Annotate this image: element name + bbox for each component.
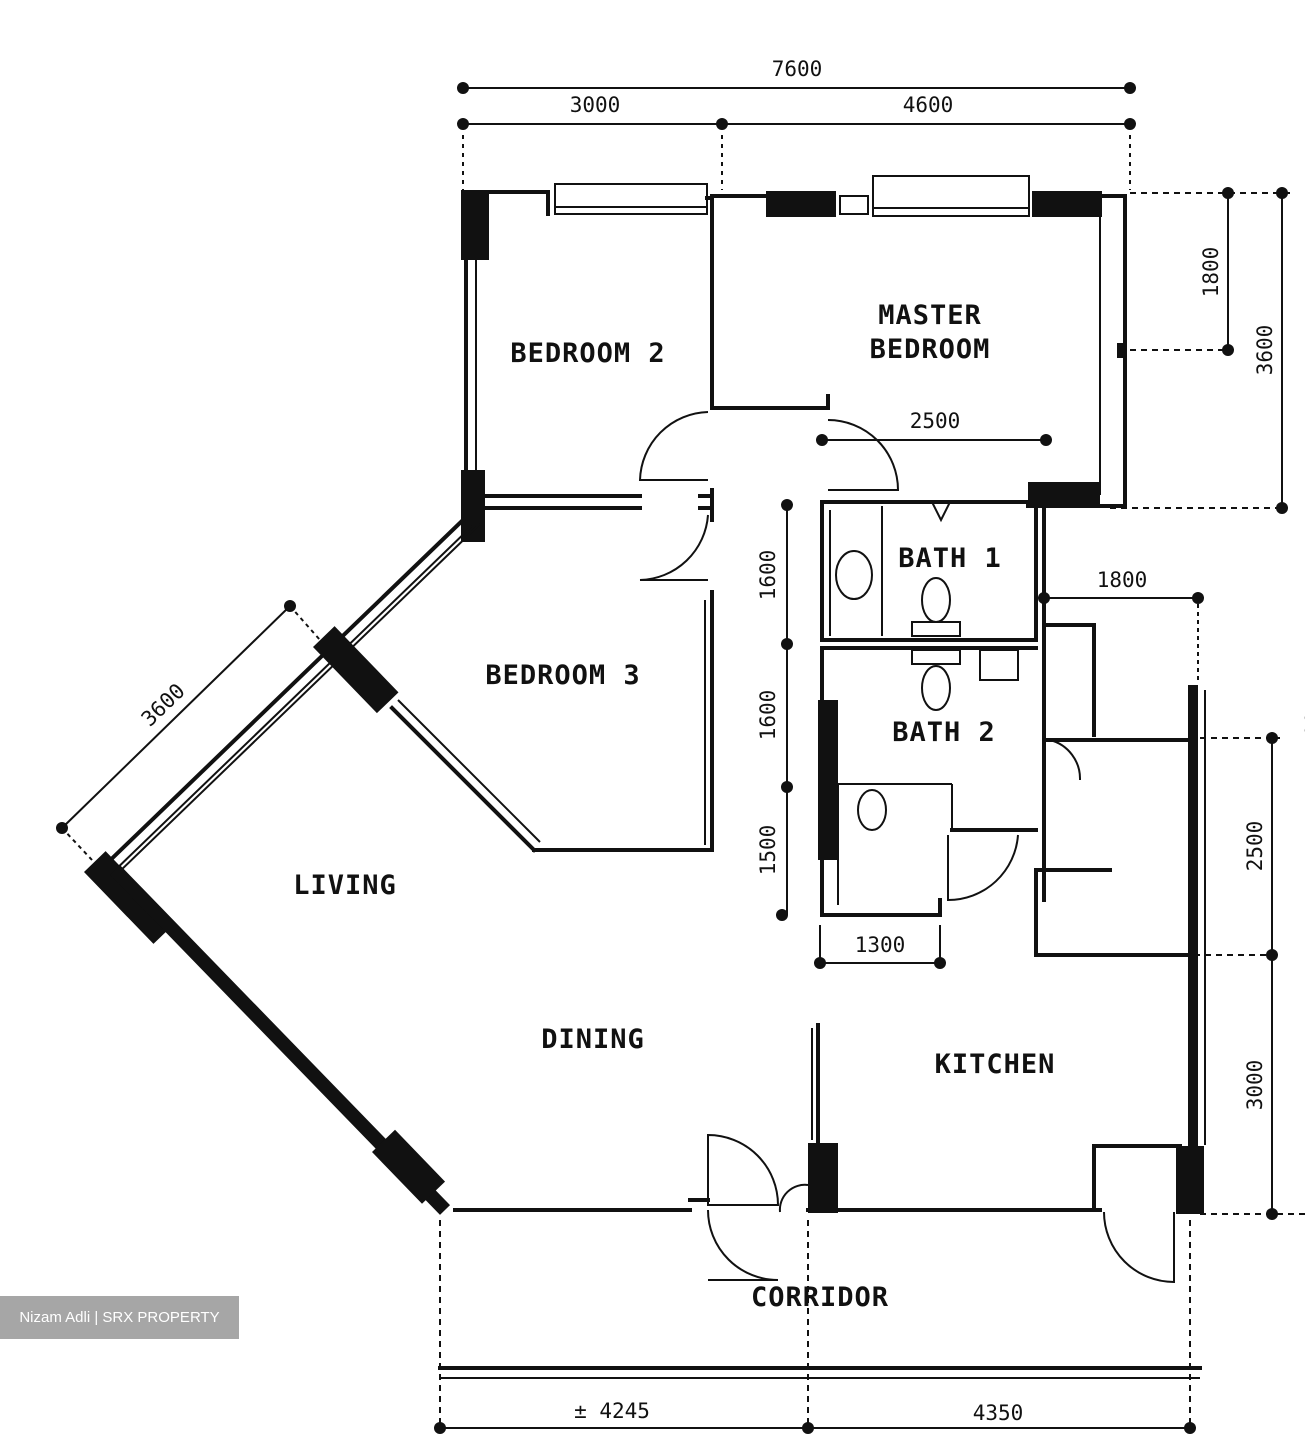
label-bedroom-3: BEDROOM 3 [485,660,640,691]
label-bath-2: BATH 2 [892,717,996,748]
dim-store-1800: 1800 [1097,568,1148,592]
label-dining: DINING [541,1024,645,1055]
dim-bottom-right: 4350 [973,1401,1024,1425]
dim-bottom-left: ± 4245 [574,1399,650,1423]
label-bedroom-2: BEDROOM 2 [510,338,665,369]
bottom-dimensions: ± 4245 4350 [434,1220,1202,1434]
dim-right-3000: 3000 [1243,1060,1267,1111]
label-master-1: MASTER [878,300,982,331]
dim-master-2500: 2500 [910,409,961,433]
dim-right-3600: 3600 [1253,325,1277,376]
dim-bath-1600a: 1600 [756,550,780,601]
dim-right-2500: 2500 [1243,821,1267,872]
dim-top-total: 7600 [772,57,823,81]
dim-right-11700: 11700 [1300,673,1305,736]
dim-top-left: 3000 [570,93,621,117]
doors [638,411,1175,1284]
label-kitchen: KITCHEN [935,1049,1056,1080]
watermark: Nizam Adli | SRX PROPERTY [0,1296,239,1339]
walls [84,175,1206,1215]
label-bath-1: BATH 1 [898,543,1002,574]
dim-top-right: 4600 [903,93,954,117]
top-dimensions: 7600 3000 4600 [457,57,1136,190]
label-living: LIVING [293,870,397,901]
dim-bath-1500: 1500 [756,825,780,876]
label-corridor: CORRIDOR [751,1282,889,1313]
internal-dimensions: 2500 1600 1600 1500 1300 1800 [756,409,1204,969]
room-labels: BEDROOM 2 MASTER BEDROOM BEDROOM 3 BATH … [293,300,1056,1313]
living-dimension: 3600 [56,600,321,861]
dim-right-1800: 1800 [1199,247,1223,298]
dim-living-3600: 3600 [137,679,190,731]
dim-bath-1600b: 1600 [756,690,780,741]
dim-bath-1300: 1300 [855,933,906,957]
label-master-2: BEDROOM [870,334,991,365]
